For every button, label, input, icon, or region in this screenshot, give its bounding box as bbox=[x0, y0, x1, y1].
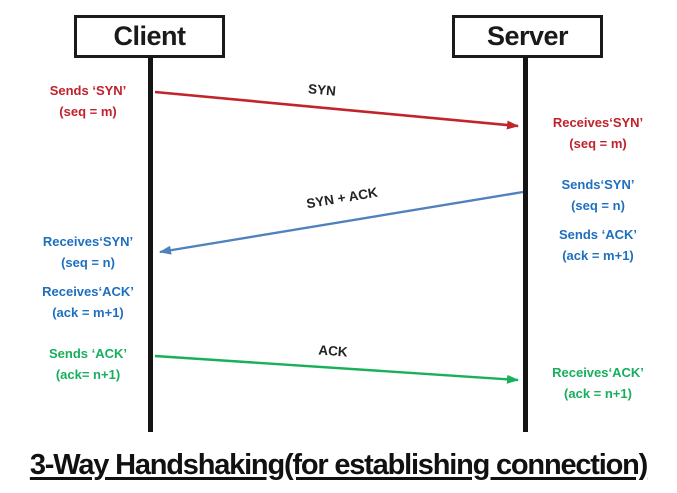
client-lifeline bbox=[148, 57, 153, 432]
event-line: Receives‘ACK’ bbox=[42, 284, 134, 299]
server-event-receives-syn: Receives‘SYN’ (seq = m) bbox=[523, 112, 673, 154]
event-line: (ack = m+1) bbox=[562, 248, 634, 263]
event-line: (seq = m) bbox=[59, 104, 117, 119]
event-line: Receives‘ACK’ bbox=[552, 365, 644, 380]
event-line: Sends‘SYN’ bbox=[561, 177, 635, 192]
client-event-receives-ack: Receives‘ACK’ (ack = m+1) bbox=[13, 281, 163, 323]
event-line: Sends ‘ACK’ bbox=[558, 227, 637, 242]
client-event-sends-syn: Sends ‘SYN’ (seq = m) bbox=[13, 80, 163, 122]
ack-arrow-label: ACK bbox=[317, 342, 349, 360]
event-line: (ack = n+1) bbox=[564, 386, 632, 401]
server-lifeline bbox=[523, 57, 528, 432]
ack-arrow bbox=[154, 354, 519, 384]
event-line: (ack= n+1) bbox=[55, 367, 121, 382]
event-line: (seq = m) bbox=[569, 136, 627, 151]
diagram-title: 3-Way Handshaking(for establishing conne… bbox=[29, 449, 648, 481]
syn-arrow bbox=[154, 90, 519, 130]
event-line: (ack = m+1) bbox=[52, 305, 124, 320]
server-event-receives-ack: Receives‘ACK’ (ack = n+1) bbox=[523, 362, 673, 404]
actor-box-server: Server bbox=[452, 15, 603, 58]
server-event-sends-ack: Sends ‘ACK’ (ack = m+1) bbox=[523, 224, 673, 266]
actor-label-server: Server bbox=[486, 21, 569, 51]
actor-box-client: Client bbox=[74, 15, 225, 58]
syn-arrow-label: SYN bbox=[307, 81, 337, 99]
event-line: Receives‘SYN’ bbox=[42, 234, 134, 249]
event-line: Sends ‘ACK’ bbox=[48, 346, 127, 361]
event-line: (seq = n) bbox=[571, 198, 625, 213]
server-event-sends-syn: Sends‘SYN’ (seq = n) bbox=[523, 174, 673, 216]
event-line: Receives‘SYN’ bbox=[552, 115, 644, 130]
actor-label-client: Client bbox=[113, 21, 186, 51]
client-event-receives-syn: Receives‘SYN’ (seq = n) bbox=[13, 231, 163, 273]
synack-arrow bbox=[159, 190, 524, 255]
client-event-sends-ack: Sends ‘ACK’ (ack= n+1) bbox=[13, 343, 163, 385]
event-line: (seq = n) bbox=[61, 255, 115, 270]
event-line: Sends ‘SYN’ bbox=[49, 83, 127, 98]
